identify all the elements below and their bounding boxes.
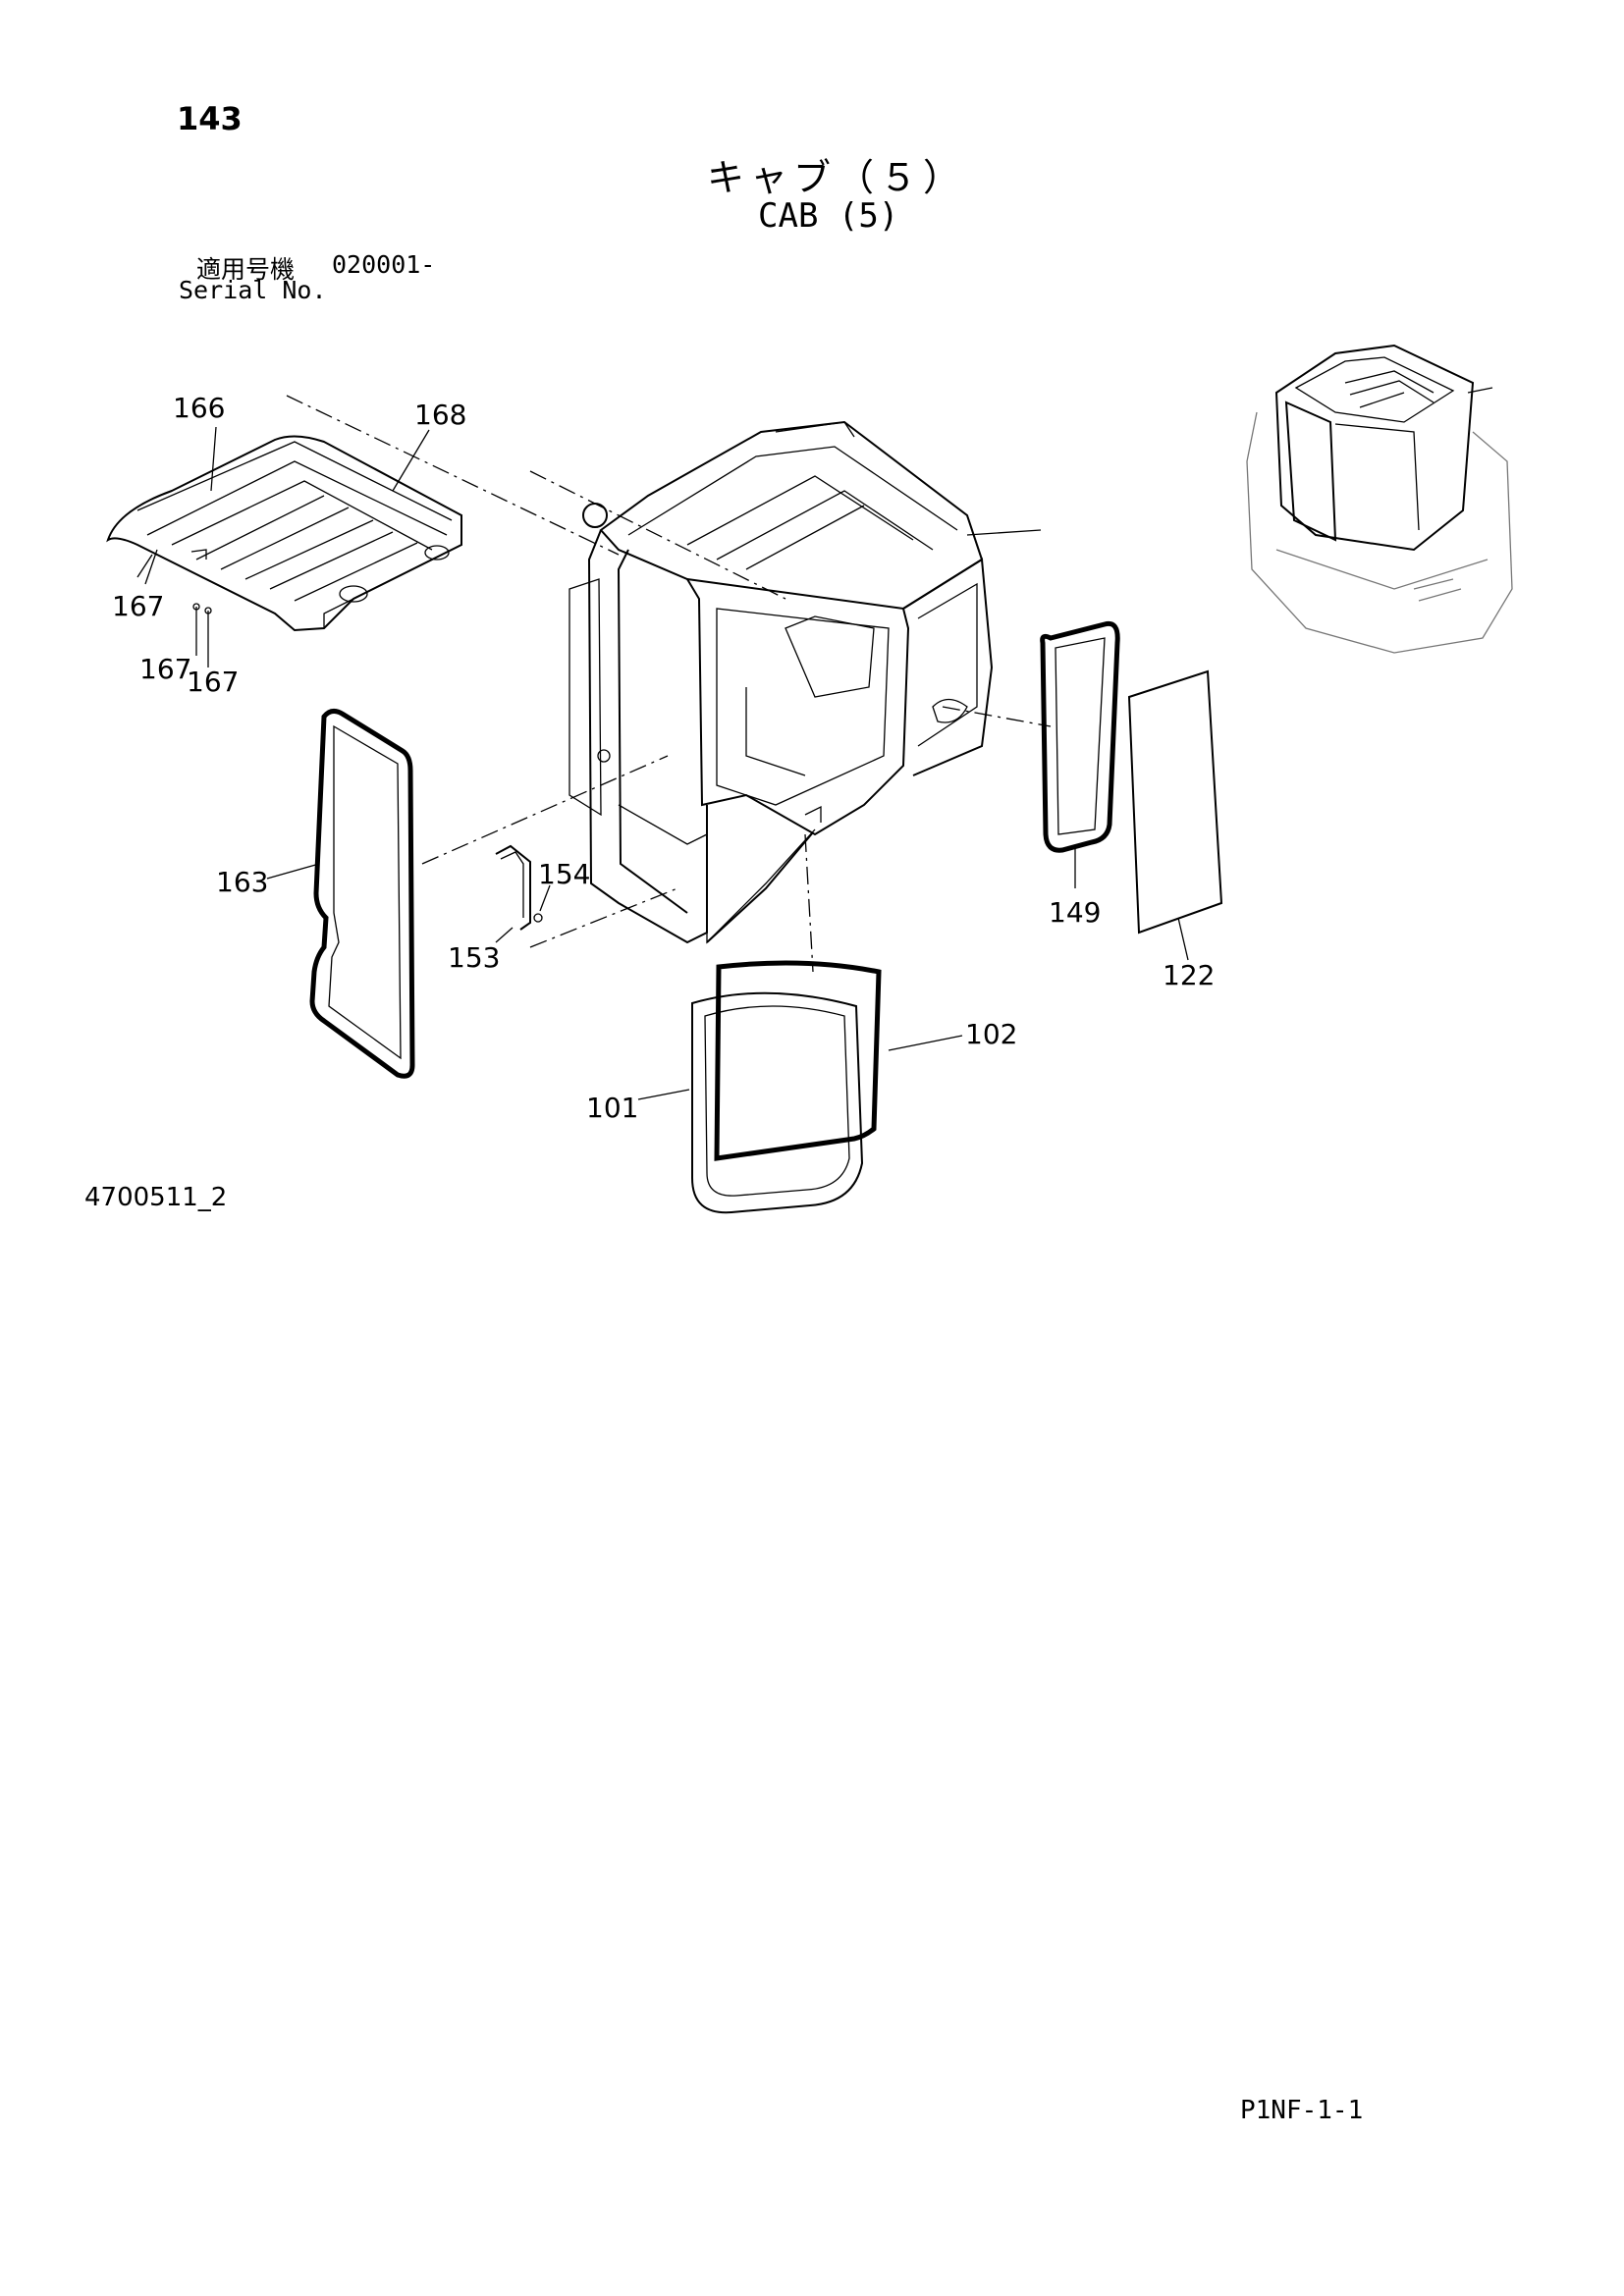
film-122-drawing [1127, 669, 1223, 934]
leader-101 [637, 1089, 690, 1100]
leader-166 [210, 426, 217, 492]
glass-101-inner [704, 1005, 850, 1197]
callout-163: 163 [216, 866, 269, 898]
serial-label-jp: 適用号機 [196, 255, 296, 284]
leader-153 [495, 927, 514, 943]
callout-167: 167 [112, 590, 165, 622]
leader-168 [392, 429, 430, 492]
exploded-parts-diagram [106, 344, 1513, 1214]
serial-label-en: Serial No. [179, 276, 327, 304]
leader-102 [888, 1035, 963, 1051]
callout-167: 167 [139, 653, 192, 685]
callout-154: 154 [538, 858, 591, 890]
cab-frame-drawing [568, 420, 1042, 944]
leader-163 [266, 863, 320, 880]
page-number: 143 [177, 100, 243, 137]
page-title-en: CAB (5) [758, 196, 899, 236]
callout-149: 149 [1049, 896, 1102, 929]
page-title-jp: キャブ（５） [707, 156, 967, 199]
callout-101: 101 [586, 1092, 639, 1124]
glass-149-inner [1055, 637, 1106, 835]
page-code: P1NF-1-1 [1240, 2096, 1364, 2125]
cab-reference-thumbnail [1246, 344, 1513, 654]
glass-101-drawing [691, 991, 864, 1214]
callout-167: 167 [187, 666, 240, 698]
drawing-id: 4700511_2 [84, 1183, 228, 1212]
callout-166: 166 [173, 392, 226, 424]
roof-panel-drawing [106, 435, 462, 667]
callout-122: 122 [1163, 959, 1216, 991]
bolt-154-drawing [533, 913, 543, 923]
callout-102: 102 [965, 1018, 1018, 1050]
seal-149-drawing [1040, 620, 1120, 853]
glass-163-drawing [309, 709, 415, 1079]
leader-122 [1177, 917, 1189, 961]
leader-154 [539, 884, 551, 912]
latch-153-inner [500, 851, 524, 918]
glass-163-inner [328, 724, 402, 1060]
callout-153: 153 [448, 941, 501, 974]
serial-value: 020001- [332, 250, 436, 279]
callout-168: 168 [414, 399, 467, 431]
latch-153-drawing [495, 844, 531, 931]
seal-102-drawing [714, 960, 882, 1161]
leader-167a [136, 554, 153, 578]
